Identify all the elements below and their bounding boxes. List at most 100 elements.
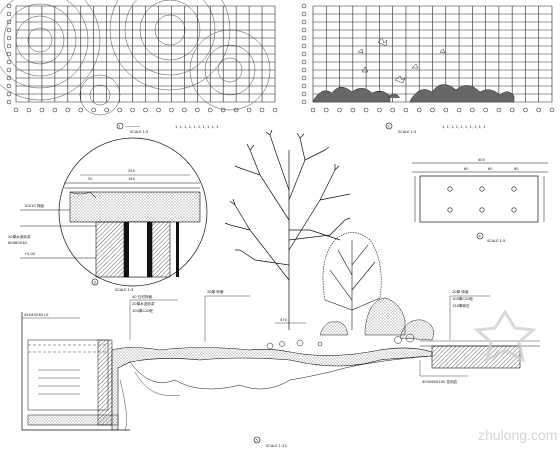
detail-3-coping-detail: 10X10 饰面 20厚水泥砂浆 60X60X3D +0.00 50 250 1… [8,137,208,292]
section-scale: SCALE 1:25 [266,444,287,448]
grid-marker [6,43,12,49]
detail-3-callout-num: 3 [94,281,96,285]
detail-3-dim-b: 250 [128,169,136,173]
grid-marker [301,99,307,105]
section-note-right-a: 20厚 饰面 [452,289,469,294]
watermark-logo [473,309,537,363]
detail-3-scale: SCALE 1:3 [115,288,133,292]
section-note-left-a: 40 石材饰面 [132,294,152,299]
grid-marker [377,107,382,113]
grid-1-left-markers [6,3,12,105]
grid-marker [195,107,200,113]
section-note-left-b: 20厚水泥砂浆 [132,301,155,306]
grid-marker [301,3,307,9]
grid-marker [549,107,555,113]
detail-1-scale: SCALE 1:5 [130,130,148,134]
detail-3-callout [91,278,99,286]
detail-2-ticks: 1, 1, 1, 1, 1, 1, 1, 1, 1, 1 [442,125,485,129]
section-note-bottom-right: 400X60X100 花岗岩 [422,379,458,384]
tall-tree [224,129,351,330]
grid-marker [169,107,174,113]
grid-marker [301,83,307,89]
detail-1-title-text: ─────── [124,125,141,129]
grid-marker [130,107,135,113]
grid-marker [246,107,252,113]
grid-marker [509,107,515,113]
grid-marker [6,3,12,9]
detail-3-note-d: +0.00 [24,252,36,256]
grid-marker [156,107,161,113]
section-callout [253,436,261,444]
section-drawing: 470 45X45X3D L5 40 石材饰面 20厚水泥砂浆 100厚C20砼… [21,289,540,448]
grid-marker [310,107,316,113]
grid-2-left-markers [301,3,307,105]
grid-1-bottom-markers [13,107,278,113]
grid-marker [301,59,307,65]
grid-marker [91,107,96,113]
grid-marker [363,107,369,113]
grid-1-lines [15,5,276,103]
grid-marker [26,107,32,113]
grid-marker [483,107,488,113]
grid-marker [6,75,12,81]
medium-tree [322,232,382,330]
detail-4-callout [476,232,484,240]
section-note-mid: 20厚 饰面 [207,289,224,294]
grid-marker [443,107,449,113]
grid-1-rings [0,0,271,116]
section-note-right-b: 100厚C20砼 [452,296,474,301]
grid-2-small-plants [357,37,446,84]
grid-marker [272,107,278,113]
watermark-text: zhulong.com [478,427,557,443]
grid-marker [350,107,356,113]
grid-marker [456,107,462,113]
grid-marker [390,107,395,113]
detail-1-callout-num: 1 [118,125,120,129]
grid-marker [208,107,213,113]
grid-marker [416,107,422,113]
grid-marker [470,107,475,113]
grid-marker [39,107,45,113]
detail-2-callout-num: 2 [388,125,390,129]
grid-marker [301,91,307,97]
grid-marker [6,59,12,65]
grid-marker [301,51,307,57]
grid-marker [324,107,329,113]
section-note-left-c: 100厚C20砼 [132,308,154,313]
grid-marker [65,107,71,113]
grid-2-shrubs [312,84,515,103]
detail-4-dim-c: 60 [514,167,519,171]
section-callout-num: 5 [256,439,258,443]
grid-marker [536,107,541,113]
detail-4-scale: SCALE 1:5 [487,239,505,243]
detail-2-elevation-grid: 2 SCALE 1:5 1, 1, 1, 1, 1, 1, 1, 1, 1, 1 [301,3,555,134]
grid-marker [301,35,307,41]
detail-4-callout-num: 4 [479,235,482,239]
grid-marker [78,107,83,113]
section-dim-width: 470 [280,318,288,322]
grid-marker [6,67,12,73]
grid-marker [496,107,502,113]
detail-4-dim-a: 60 [464,167,469,171]
grid-marker [143,107,148,113]
detail-4-dim-total: 400 [478,158,486,162]
section-note-right-c: 150厚碎石 [452,303,470,308]
grid-marker [523,107,528,113]
grid-marker [301,11,307,17]
grid-marker [6,35,12,41]
grid-marker [337,107,342,113]
grid-marker [301,19,307,25]
grid-marker [6,27,12,33]
detail-3-dim-a: 50 [88,177,93,181]
grid-marker [430,107,435,113]
detail-1-grid-plan: 1 ─────── SCALE 1:5 1, 1, 1, 1, 1, 1, 1,… [0,0,278,134]
detail-2-callout [385,122,393,130]
grid-marker [233,107,239,113]
grid-marker [6,51,12,57]
detail-3-note-b: 20厚水泥砂浆 [8,234,31,239]
grid-marker [6,83,12,89]
grid-marker [301,75,307,81]
grid-marker [6,11,12,17]
section-note-top-left: 45X45X3D L5 [24,313,49,317]
